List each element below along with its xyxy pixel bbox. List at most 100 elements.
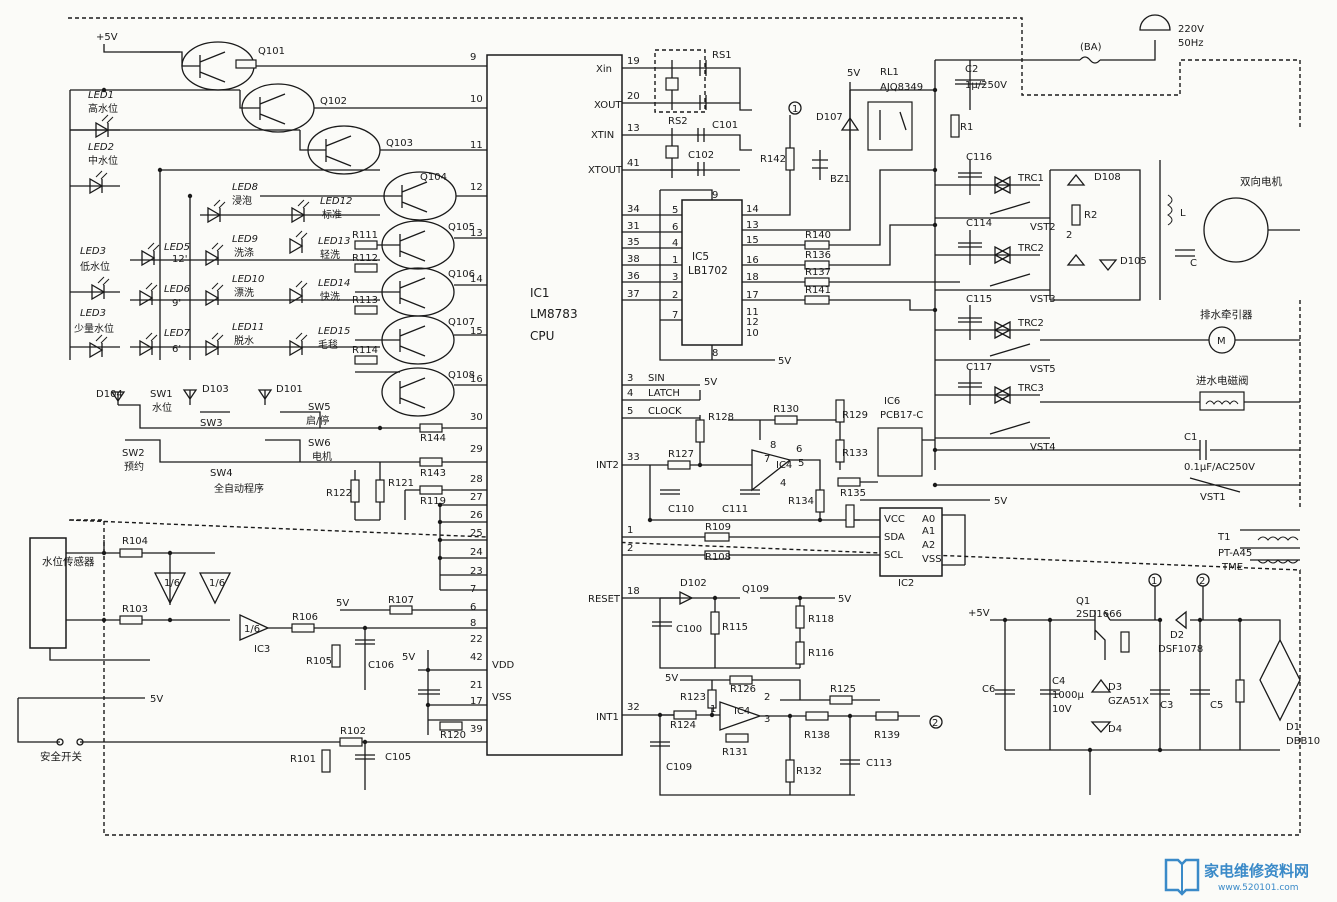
svg-text:R122: R122	[326, 488, 352, 499]
ic1-body	[486, 54, 623, 756]
svg-text:9: 9	[712, 190, 718, 201]
svg-text:R101: R101	[290, 754, 316, 765]
led-group: LED1高水位LED2中水位LED3低水位LED3少量水位LED512'LED6…	[74, 90, 378, 365]
led-id: LED5	[164, 242, 190, 253]
svg-text:5V: 5V	[838, 594, 851, 605]
junction-dot	[101, 617, 107, 623]
svg-text:VST1: VST1	[1200, 492, 1226, 503]
ic1-pin-32: 32	[627, 702, 640, 713]
junction-dot	[1197, 617, 1203, 623]
svg-text:1/6: 1/6	[244, 624, 260, 635]
led-label: 轻洗	[320, 248, 340, 261]
triac-label: TRC2	[1017, 318, 1044, 329]
led-id: LED1	[88, 90, 114, 101]
svg-text:D101: D101	[276, 384, 303, 395]
led-id: LED13	[318, 236, 350, 247]
junction-dot	[157, 167, 163, 173]
triac-cap: C116	[966, 152, 992, 163]
svg-text:R125: R125	[830, 684, 856, 695]
svg-text:SW1: SW1	[150, 389, 173, 400]
svg-text:1: 1	[710, 704, 716, 715]
ic1-name: IC1	[530, 286, 550, 300]
ic1-label-int1: INT1	[596, 712, 619, 723]
svg-text:5V: 5V	[704, 377, 717, 388]
junction-dot	[932, 307, 938, 313]
ic5: IC5 LB1702 9 8 5641327343135383637141315…	[622, 189, 791, 367]
ic5-right-pin: 16	[746, 255, 759, 266]
ic1-label-xtout: XTOUT	[588, 165, 623, 176]
ic5-left-pin: 4	[672, 238, 678, 249]
vdd-section	[418, 650, 487, 735]
junction-dot	[101, 87, 107, 93]
ic1-pin-19: 19	[627, 56, 640, 67]
svg-text:5V: 5V	[847, 68, 860, 79]
safety-switch: 5V 安全开关 R102 R101 C105 R120	[17, 694, 487, 790]
svg-text:进水电磁阀: 进水电磁阀	[1196, 374, 1249, 387]
svg-text:C109: C109	[666, 762, 692, 773]
svg-text:C102: C102	[688, 150, 714, 161]
junction-dot	[697, 462, 703, 468]
svg-text:C100: C100	[676, 624, 702, 635]
ic1-label-vss: VSS	[492, 692, 512, 703]
ic1-pin-to-ic5: 34	[627, 204, 640, 215]
switch-block: D104 D103 D101 SW1 水位 SW3 SW5 启/停 SW6 电机…	[96, 384, 487, 495]
led-row-resistor: R112	[352, 253, 378, 273]
bus-sin: SIN	[648, 373, 665, 384]
triac-label: TRC1	[1017, 173, 1044, 184]
ic1-left-pin: 15	[470, 326, 483, 337]
svg-text:D2: D2	[1170, 630, 1184, 641]
svg-text:R128: R128	[708, 412, 734, 423]
ic5-left-pin: 6	[672, 222, 678, 233]
ic1-pin-41: 41	[627, 158, 640, 169]
svg-text:BZ1: BZ1	[830, 174, 850, 185]
svg-text:D102: D102	[680, 578, 707, 589]
watermark-url: www.520101.com	[1218, 883, 1299, 893]
led-label: 快洗	[320, 291, 340, 303]
svg-text:R104: R104	[122, 536, 148, 547]
junction-dot	[437, 502, 443, 508]
watermark-title: 家电维修资料网	[1204, 862, 1309, 880]
svg-text:IC6: IC6	[884, 396, 900, 407]
svg-text:SDA: SDA	[884, 532, 905, 543]
led-label: 毛毯	[318, 338, 338, 351]
svg-text:1: 1	[1151, 576, 1157, 587]
ic5-right-pin: 13	[746, 220, 759, 231]
svg-text:C101: C101	[712, 120, 738, 131]
svg-text:R133: R133	[842, 448, 868, 459]
ic5-left-pin: 2	[672, 290, 678, 301]
q103: Q103	[299, 125, 487, 175]
triac-label: TRC2	[1017, 243, 1044, 254]
svg-text:R121: R121	[388, 478, 414, 489]
svg-text:R127: R127	[668, 449, 694, 460]
ic1-left-pin: 17	[470, 696, 483, 707]
ic1-left-pin: 8	[470, 618, 476, 629]
reset-section: D102 Q109 5V R115 R118 R116 C100	[652, 578, 851, 669]
junction-dot	[362, 625, 368, 631]
ic5-right-pin: 12	[746, 317, 759, 328]
svg-text:AJQ8349: AJQ8349	[880, 82, 923, 93]
svg-text:R143: R143	[420, 468, 446, 479]
ic5-right-pin: 10	[746, 328, 759, 339]
led-id: LED2	[88, 142, 114, 153]
svg-text:C3: C3	[1160, 700, 1173, 711]
triac-cap: C117	[966, 362, 992, 373]
ic1-pin-to-ic5: 37	[627, 289, 640, 300]
ic1-left-pin: 13	[470, 228, 483, 239]
led-label: 洗涤	[234, 246, 254, 259]
led-id: LED9	[232, 234, 258, 245]
svg-text:排水牵引器: 排水牵引器	[1200, 308, 1253, 321]
svg-text:4: 4	[780, 478, 786, 489]
svg-text:D104: D104	[96, 389, 123, 400]
led-id: LED14	[318, 278, 350, 289]
ic1-part: LM8783	[530, 307, 578, 321]
svg-text:Q103: Q103	[386, 138, 413, 149]
junction-dot	[932, 447, 938, 453]
svg-text:R2: R2	[1084, 210, 1097, 221]
svg-text:5V: 5V	[994, 496, 1007, 507]
relay-rl1: D107 5V RL1 AJQ8349	[816, 67, 935, 151]
